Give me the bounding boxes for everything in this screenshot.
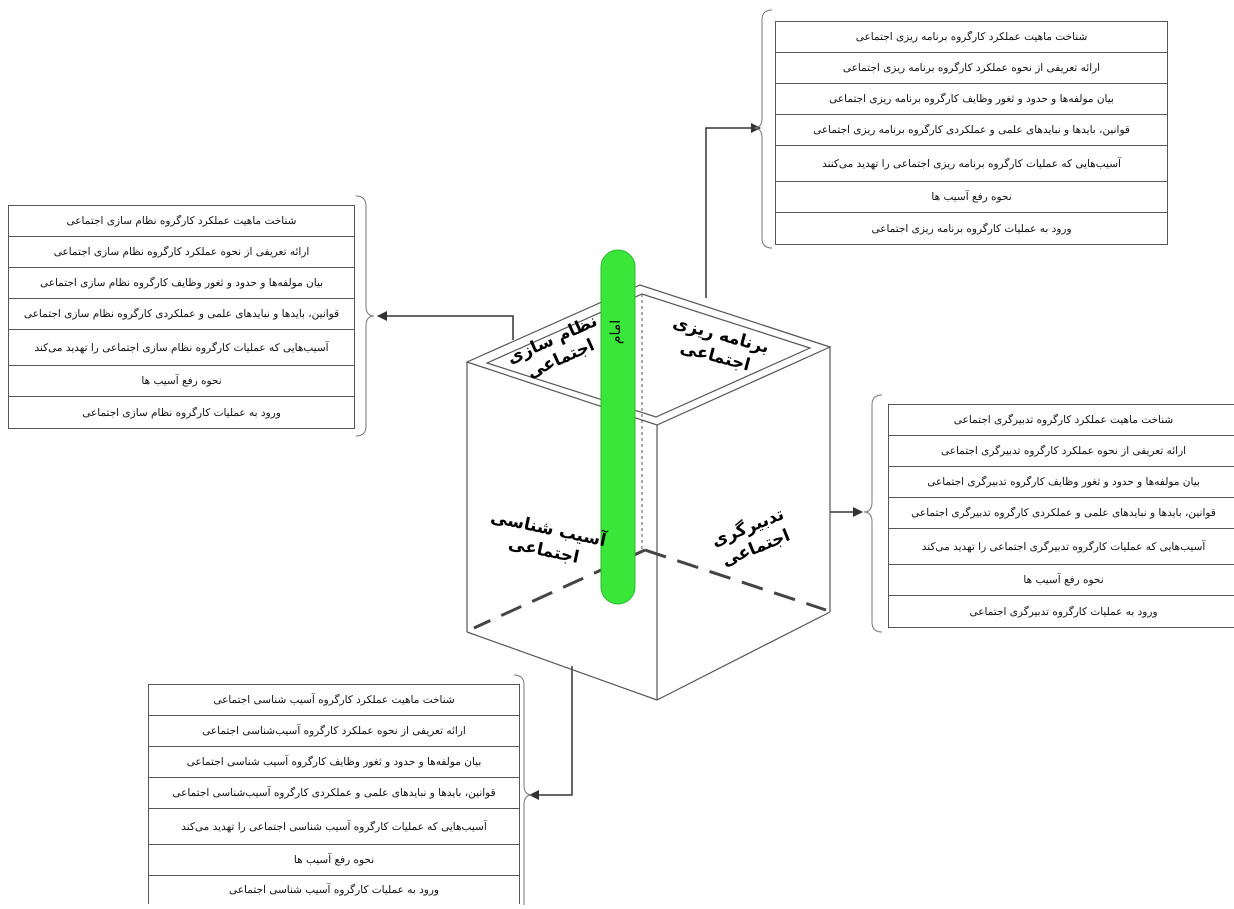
panel-governance-row: شناخت ماهیت عملکرد کارگروه تدبیرگری اجتم… [889,405,1234,436]
panel-governance-row: بیان مولفه‌ها و حدود و ثغور وظایف کارگرو… [889,467,1234,498]
panel-system-building-row: آسیب‌هایی که عملیات کارگروه نظام سازی اج… [9,330,354,366]
panel-pathology-row: شناخت ماهیت عملکرد کارگروه آسیب شناسی اج… [149,685,519,716]
panel-governance-row: ارائه تعریفی از نحوه عملکرد کارگروه تدبی… [889,436,1234,467]
panel-pathology-row: نحوه رفع آسیب ها [149,845,519,876]
panel-system-building-row: نحوه رفع آسیب ها [9,366,354,397]
panel-planning-row: بیان مولفه‌ها و حدود و ثغور وظایف کارگرو… [776,84,1167,115]
panel-governance-row: قوانین، بایدها و نبایدهای علمی و عملکردی… [889,498,1234,529]
label-pathology: آسیب شناسی اجتماعی [489,505,610,568]
panel-planning: شناخت ماهیت عملکرد کارگروه برنامه ریزی ا… [775,21,1168,245]
panel-system-building-row: شناخت ماهیت عملکرد کارگروه نظام سازی اجت… [9,206,354,237]
panel-system-building-row: ورود به عملیات کارگروه نظام سازی اجتماعی [82,406,281,419]
panel-governance-row: نحوه رفع آسیب ها [889,565,1234,596]
cube-frame [465,284,832,701]
panel-planning-row: قوانین، بایدها و نبایدهای علمی و عملکردی… [776,115,1167,146]
panel-planning-row: نحوه رفع آسیب ها [776,182,1167,213]
connector-pathology [529,666,573,800]
connector-planning [705,123,761,298]
panel-planning-row: ارائه تعریفی از نحوه عملکرد کارگروه برنا… [776,53,1167,84]
panel-governance: شناخت ماهیت عملکرد کارگروه تدبیرگری اجتم… [888,404,1234,628]
panel-pathology-row: قوانین، بایدها و نبایدهای علمی و عملکردی… [149,778,519,809]
panel-system-building-row: بیان مولفه‌ها و حدود و ثغور وظایف کارگرو… [9,268,354,299]
connector-system-building [377,311,514,340]
brace-system-building [355,195,375,437]
panel-pathology-row: ارائه تعریفی از نحوه عملکرد کارگروه آسیب… [149,716,519,747]
imam-label: امام [608,320,624,344]
panel-system-building-row: قوانین، بایدها و نبایدهای علمی و عملکردی… [9,299,354,330]
brace-governance [863,394,883,633]
panel-pathology-row: ورود به عملیات کارگروه آسیب شناسی اجتماع… [229,884,439,896]
panel-system-building-row: ارائه تعریفی از نحوه عملکرد کارگروه نظام… [9,237,354,268]
brace-planning [753,9,773,249]
cube-hidden-edges [473,548,827,630]
panel-system-building: شناخت ماهیت عملکرد کارگروه نظام سازی اجت… [8,205,355,429]
panel-governance-row: آسیب‌هایی که عملیات کارگروه تدبیرگری اجت… [889,529,1234,565]
panel-planning-row: ورود به عملیات کارگروه برنامه ریزی اجتما… [871,222,1072,235]
imam-pillar [600,249,636,605]
panel-pathology-row: بیان مولفه‌ها و حدود و ثغور وظایف کارگرو… [149,747,519,778]
panel-pathology: شناخت ماهیت عملکرد کارگروه آسیب شناسی اج… [148,684,520,904]
panel-pathology-row: آسیب‌هایی که عملیات کارگروه آسیب شناسی ا… [149,809,519,845]
panel-governance-row: ورود به عملیات کارگروه تدبیرگری اجتماعی [969,605,1158,618]
brace-pathology [513,674,533,905]
panel-planning-row: شناخت ماهیت عملکرد کارگروه برنامه ریزی ا… [776,22,1167,53]
label-governance: تدبیرگری اجتماعی [708,503,793,571]
panel-planning-row: آسیب‌هایی که عملیات کارگروه برنامه ریزی … [776,146,1167,182]
